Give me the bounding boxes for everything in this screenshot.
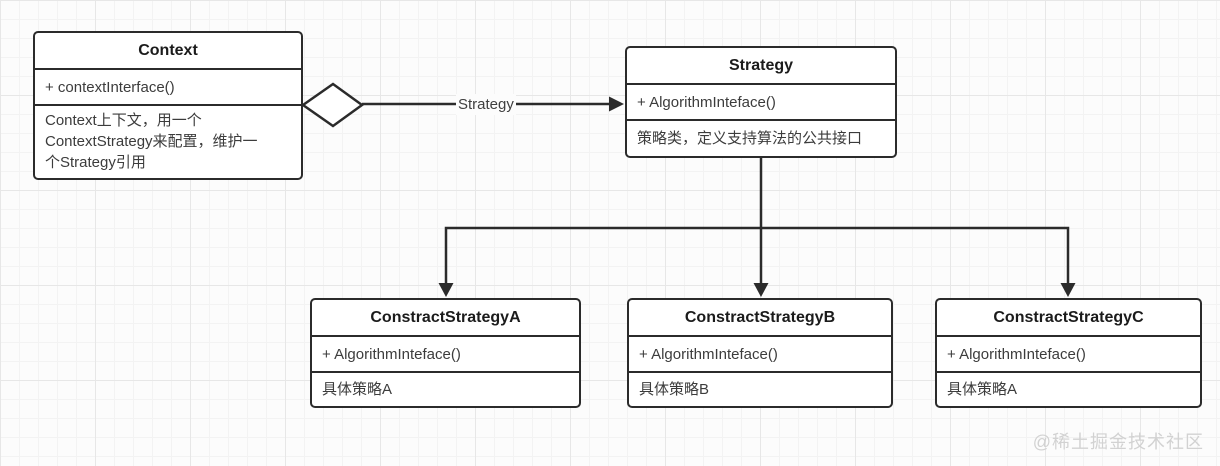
arrowhead-down-b-icon bbox=[753, 283, 769, 297]
branch-line bbox=[444, 226, 1070, 286]
class-constract-strategy-a-description: 具体策略A bbox=[322, 381, 393, 398]
class-strategy-method: + AlgorithmInteface() bbox=[627, 83, 895, 121]
watermark: @稀土掘金技术社区 bbox=[1032, 432, 1204, 452]
class-context-method: + contextInterface() bbox=[35, 68, 301, 106]
class-constract-strategy-a-method: + AlgorithmInteface() bbox=[312, 335, 579, 373]
arrowhead-down-c-icon bbox=[1060, 283, 1076, 297]
arrowhead-down-a-icon bbox=[438, 283, 454, 297]
class-strategy: Strategy + AlgorithmInteface() 策略类，定义支持算… bbox=[625, 46, 897, 158]
arrowhead-right-icon bbox=[609, 96, 624, 112]
class-constract-strategy-b-title: ConstractStrategyB bbox=[684, 308, 836, 326]
class-context-title: Context bbox=[138, 41, 198, 59]
class-strategy-title: Strategy bbox=[728, 56, 794, 74]
class-context: Context + contextInterface() Context上下文，… bbox=[33, 31, 303, 180]
class-constract-strategy-b-method: + AlgorithmInteface() bbox=[629, 335, 891, 373]
class-constract-strategy-b: ConstractStrategyB + AlgorithmInteface()… bbox=[627, 298, 893, 408]
class-constract-strategy-c-description: 具体策略A bbox=[947, 381, 1018, 398]
class-constract-strategy-a-title: ConstractStrategyA bbox=[370, 308, 521, 326]
class-constract-strategy-c-method: + AlgorithmInteface() bbox=[937, 335, 1200, 373]
class-constract-strategy-a: ConstractStrategyA + AlgorithmInteface()… bbox=[310, 298, 581, 408]
association-label: Strategy bbox=[456, 94, 516, 115]
class-strategy-description: 策略类，定义支持算法的公共接口 bbox=[637, 130, 863, 147]
class-constract-strategy-c-title: ConstractStrategyC bbox=[993, 308, 1144, 326]
class-context-description: Context上下文，用一个 ContextStrategy来配置，维护一 个S… bbox=[45, 112, 258, 171]
class-constract-strategy-b-description: 具体策略B bbox=[639, 381, 710, 398]
class-constract-strategy-c: ConstractStrategyC + AlgorithmInteface()… bbox=[935, 298, 1202, 408]
aggregation-diamond-icon bbox=[300, 82, 365, 128]
